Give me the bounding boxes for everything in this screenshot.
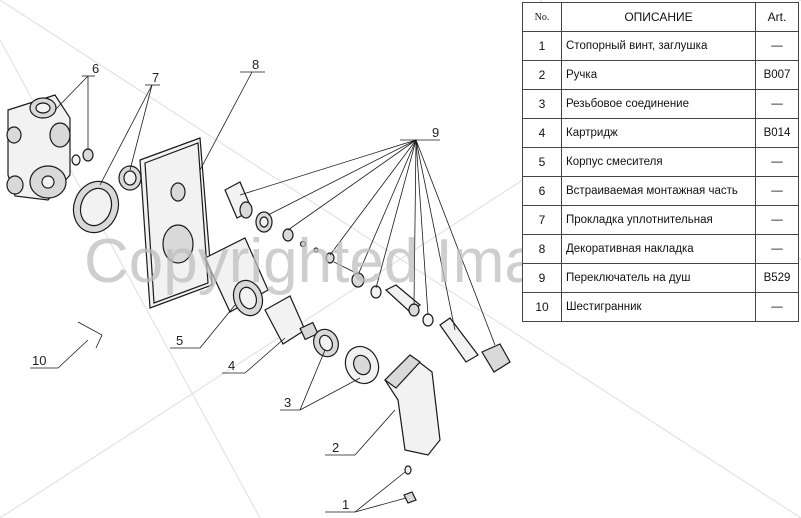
table-row: 8 Декоративная накладка — bbox=[522, 234, 799, 264]
cell-description: Картридж bbox=[561, 118, 756, 148]
cell-no: 8 bbox=[522, 234, 562, 264]
part-7-gaskets bbox=[72, 165, 142, 234]
column-header-no: No. bbox=[522, 2, 562, 32]
callout-4: 4 bbox=[228, 358, 235, 373]
table-row: 6 Встраиваемая монтажная часть — bbox=[522, 176, 799, 206]
cell-art: — bbox=[755, 205, 799, 235]
table-row: 5 Корпус смесителя — bbox=[522, 147, 799, 177]
callout-6: 6 bbox=[92, 61, 99, 76]
callout-2: 2 bbox=[332, 440, 339, 455]
cell-art: B529 bbox=[755, 263, 799, 293]
cell-description: Ручка bbox=[561, 60, 756, 90]
column-header-art: Art. bbox=[755, 2, 799, 32]
cell-no: 9 bbox=[522, 263, 562, 293]
part-1-screw-plug bbox=[403, 465, 417, 504]
cell-description: Стопорный винт, заглушка bbox=[561, 31, 756, 61]
leader-lines bbox=[30, 71, 496, 513]
cell-art: — bbox=[755, 31, 799, 61]
cell-no: 6 bbox=[522, 176, 562, 206]
cell-art: — bbox=[755, 292, 799, 322]
table-row: 10 Шестигранник — bbox=[522, 292, 799, 322]
part-10-hex-key bbox=[77, 321, 103, 349]
part-2-handle bbox=[384, 354, 441, 456]
cell-art: — bbox=[755, 234, 799, 264]
cell-art: — bbox=[755, 147, 799, 177]
cell-art: B007 bbox=[755, 60, 799, 90]
callout-10: 10 bbox=[32, 353, 46, 368]
part-5-sleeve bbox=[204, 237, 269, 317]
table-row: 3 Резьбовое соединение — bbox=[522, 89, 799, 119]
callout-9: 9 bbox=[432, 125, 439, 140]
part-8-decorative-plate bbox=[139, 137, 213, 309]
table-row: 4 Картридж B014 bbox=[522, 118, 799, 148]
table-row: 9 Переключатель на душ B529 bbox=[522, 263, 799, 293]
parts-table: No. ОПИСАНИЕ Art. 1 Стопорный винт, загл… bbox=[522, 2, 799, 322]
cell-art: — bbox=[755, 176, 799, 206]
cell-no: 2 bbox=[522, 60, 562, 90]
cell-description: Резьбовое соединение bbox=[561, 89, 756, 119]
callouts: 6 7 8 9 5 4 3 2 1 10 bbox=[32, 57, 439, 512]
table-row: 2 Ручка B007 bbox=[522, 60, 799, 90]
cell-no: 3 bbox=[522, 89, 562, 119]
cell-description: Шестигранник bbox=[561, 292, 756, 322]
cell-art: B014 bbox=[755, 118, 799, 148]
table-row: 7 Прокладка уплотнительная — bbox=[522, 205, 799, 235]
cell-art: — bbox=[755, 89, 799, 119]
callout-3: 3 bbox=[284, 395, 291, 410]
callout-7: 7 bbox=[152, 70, 159, 85]
cell-no: 7 bbox=[522, 205, 562, 235]
part-9-diverter bbox=[224, 181, 511, 373]
cell-no: 1 bbox=[522, 31, 562, 61]
column-header-description: ОПИСАНИЕ bbox=[561, 2, 756, 32]
cell-no: 5 bbox=[522, 147, 562, 177]
cell-no: 10 bbox=[522, 292, 562, 322]
part-4-cartridge bbox=[264, 295, 319, 345]
cell-no: 4 bbox=[522, 118, 562, 148]
cell-description: Встраиваемая монтажная часть bbox=[561, 176, 756, 206]
callout-8: 8 bbox=[252, 57, 259, 72]
cell-description: Прокладка уплотнительная bbox=[561, 205, 756, 235]
cell-description: Декоративная накладка bbox=[561, 234, 756, 264]
callout-5: 5 bbox=[176, 333, 183, 348]
watermark-text: Copyrighted Image bbox=[84, 227, 608, 296]
callout-1: 1 bbox=[342, 497, 349, 512]
cell-description: Переключатель на душ bbox=[561, 263, 756, 293]
cell-description: Корпус смесителя bbox=[561, 147, 756, 177]
part-6-mounting-body bbox=[6, 94, 94, 201]
part-3-threaded-parts bbox=[313, 328, 380, 385]
table-row: 1 Стопорный винт, заглушка — bbox=[522, 31, 799, 61]
table-header-row: No. ОПИСАНИЕ Art. bbox=[522, 2, 799, 32]
